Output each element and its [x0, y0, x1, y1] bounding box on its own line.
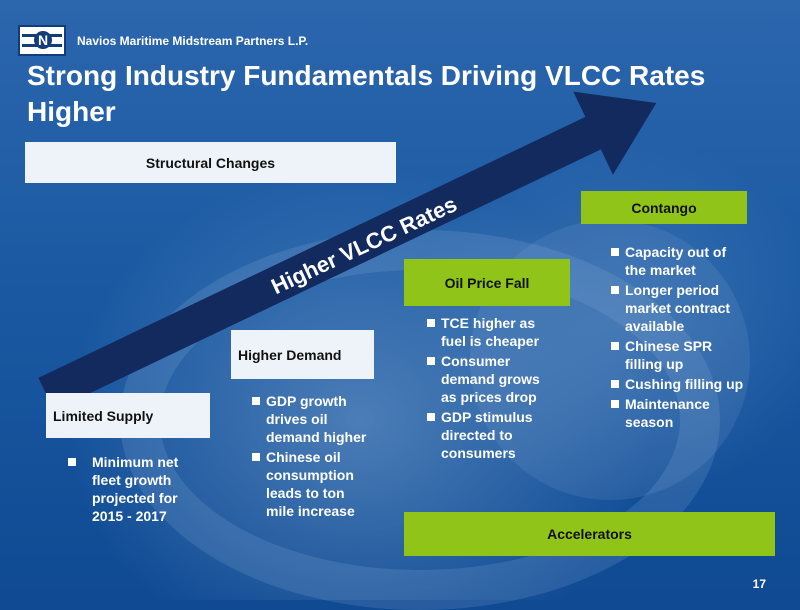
list-item: Chinese SPR filling up	[611, 337, 746, 373]
list-item: Chinese oil consumption leads to ton mil…	[252, 448, 374, 520]
contango-box: Contango	[581, 191, 747, 224]
company-logo: N	[18, 25, 66, 56]
contango-label: Contango	[631, 199, 697, 216]
accelerators-label: Accelerators	[547, 526, 632, 542]
bullet-icon	[427, 319, 435, 327]
limited-supply-label: Limited Supply	[53, 407, 154, 424]
accelerators-box: Accelerators	[404, 512, 775, 556]
bullet-icon	[611, 286, 619, 294]
company-name: Navios Maritime Midstream Partners L.P.	[77, 34, 309, 48]
structural-changes-label: Structural Changes	[145, 154, 276, 171]
higher-demand-label: Higher Demand	[238, 346, 342, 363]
header: N Navios Maritime Midstream Partners L.P…	[0, 0, 800, 56]
limited-supply-list: Minimum net fleet growth projected for 2…	[68, 453, 188, 527]
list-item: Consumer demand grows as prices drop	[427, 352, 557, 406]
list-item: Minimum net fleet growth projected for 2…	[68, 453, 188, 525]
higher-demand-list: GDP growth drives oil demand higher Chin…	[252, 392, 374, 522]
oil-price-fall-box: Oil Price Fall	[404, 259, 570, 306]
bullet-icon	[68, 458, 76, 466]
list-item: Capacity out of the market	[611, 243, 746, 279]
contango-list: Capacity out of the market Longer period…	[611, 243, 746, 433]
list-item: Maintenance season	[611, 395, 746, 431]
logo-letter: N	[34, 31, 52, 49]
oil-price-fall-list: TCE higher as fuel is cheaper Consumer d…	[427, 314, 557, 464]
list-item: Cushing filling up	[611, 375, 746, 393]
list-item: GDP stimulus directed to consumers	[427, 408, 557, 462]
list-item: GDP growth drives oil demand higher	[252, 392, 374, 446]
bullet-icon	[252, 397, 260, 405]
bullet-icon	[427, 357, 435, 365]
structural-changes-box: Structural Changes	[25, 142, 396, 183]
arrow-shape	[38, 91, 657, 411]
bullet-icon	[611, 248, 619, 256]
page-number: 17	[752, 577, 766, 591]
bullet-icon	[252, 453, 260, 461]
slide-title: Strong Industry Fundamentals Driving VLC…	[27, 60, 706, 127]
higher-demand-box: Higher Demand	[231, 330, 374, 379]
bullet-icon	[611, 380, 619, 388]
limited-supply-box: Limited Supply	[46, 393, 210, 438]
oil-price-fall-label: Oil Price Fall	[444, 274, 530, 291]
bullet-icon	[427, 413, 435, 421]
list-item: Longer period market contract available	[611, 281, 746, 335]
bullet-icon	[611, 400, 619, 408]
bullet-icon	[611, 342, 619, 350]
list-item: TCE higher as fuel is cheaper	[427, 314, 557, 350]
